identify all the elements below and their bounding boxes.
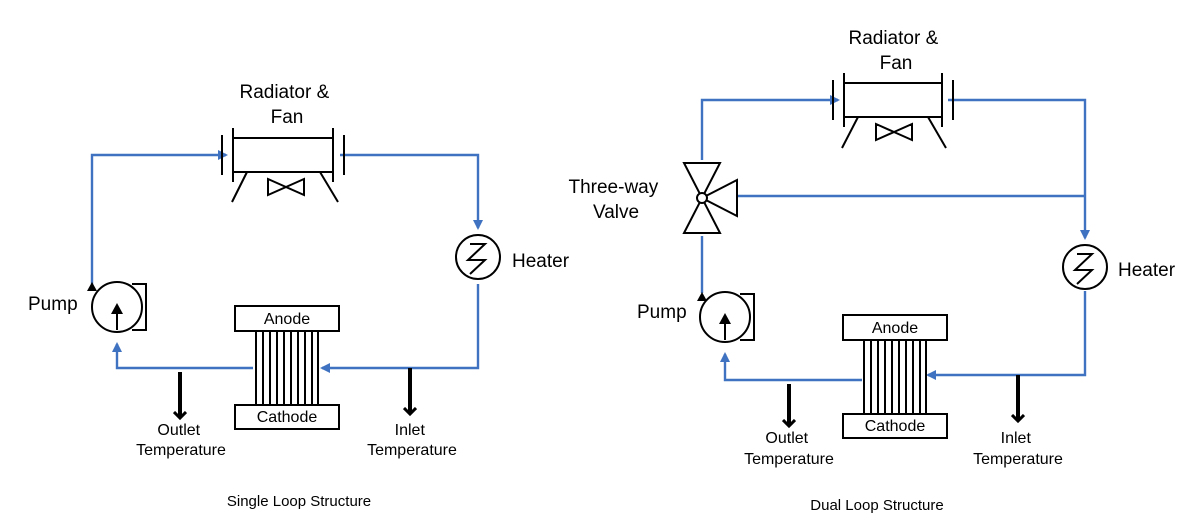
dual-fan-icon bbox=[875, 122, 913, 142]
single-pump-to-radiator bbox=[90, 150, 228, 285]
dual-flow-lines bbox=[700, 95, 1090, 382]
single-anode-label: Anode bbox=[264, 311, 310, 328]
single-heater-icon bbox=[455, 234, 501, 280]
dual-caption: Dual Loop Structure bbox=[810, 497, 943, 514]
dual-three-way-valve-icon bbox=[682, 162, 738, 234]
dual-pump-icon bbox=[697, 291, 755, 343]
single-radiator-label: Radiator & Fan bbox=[239, 82, 334, 128]
single-heater-to-stack bbox=[320, 284, 480, 373]
dual-outlet-label: Outlet Temperature bbox=[744, 430, 834, 468]
single-radiator-fan bbox=[221, 128, 345, 203]
single-flow-lines bbox=[90, 150, 483, 373]
single-inlet-label: Inlet Temperature bbox=[367, 422, 457, 459]
single-pump-icon bbox=[87, 281, 147, 333]
dual-cell-separators bbox=[870, 340, 921, 414]
dual-stack-to-pump bbox=[720, 352, 862, 382]
dual-anode-label: Anode bbox=[872, 320, 918, 337]
single-stack-to-pump bbox=[112, 342, 253, 370]
dual-cell-plates bbox=[863, 339, 927, 415]
dual-radiator-body bbox=[843, 82, 943, 118]
dual-valve-label: Three-way Valve bbox=[568, 177, 663, 223]
dual-pump-label: Pump bbox=[637, 302, 687, 323]
dual-valve-to-radiator bbox=[700, 95, 840, 160]
single-caption: Single Loop Structure bbox=[227, 493, 371, 510]
dual-loop-diagram: Radiator & Fan Three-way Valve Heater bbox=[568, 28, 1175, 514]
dual-radiator-label: Radiator & Fan bbox=[848, 28, 943, 74]
single-radiator-body bbox=[232, 137, 334, 173]
single-heater-label: Heater bbox=[512, 251, 570, 272]
dual-radiator-fan bbox=[832, 73, 954, 149]
single-pump-label: Pump bbox=[28, 294, 78, 315]
dual-inlet-label: Inlet Temperature bbox=[973, 430, 1063, 468]
single-cell-plates bbox=[255, 330, 319, 406]
single-loop-diagram: Radiator & Fan Heater Pump Anode bbox=[28, 82, 570, 510]
single-outlet-label: Outlet Temperature bbox=[136, 422, 226, 459]
single-cathode-label: Cathode bbox=[257, 409, 318, 426]
single-fan-icon bbox=[267, 177, 305, 197]
single-cell-separators bbox=[262, 331, 313, 405]
dual-fuel-cell-stack: Anode Cathode bbox=[842, 314, 948, 439]
single-anode-plate bbox=[234, 305, 340, 332]
single-radiator-to-heater bbox=[340, 153, 483, 230]
dual-radiator-to-heater bbox=[948, 98, 1090, 240]
dual-heater-to-stack bbox=[926, 291, 1087, 380]
single-cathode-plate bbox=[234, 404, 340, 430]
single-fuel-cell-stack: Anode Cathode bbox=[234, 305, 340, 430]
dual-cathode-label: Cathode bbox=[865, 418, 926, 435]
dual-heater-label: Heater bbox=[1118, 260, 1176, 281]
dual-cathode-plate bbox=[842, 413, 948, 439]
dual-heater-icon bbox=[1062, 244, 1108, 290]
